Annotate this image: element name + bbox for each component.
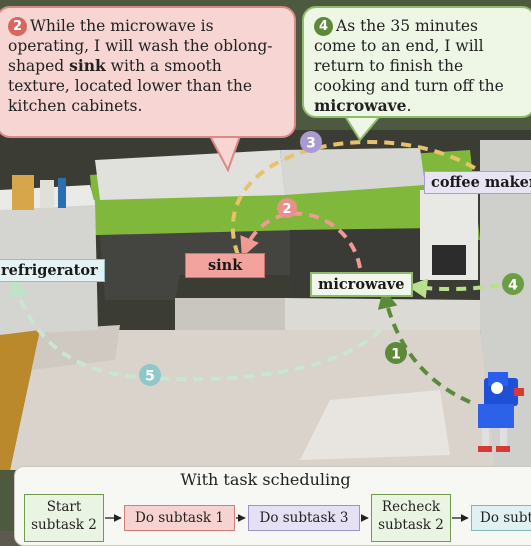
bubble-left-text-b: with a smooth texture, located lower tha… xyxy=(8,57,253,115)
schedule-step-recheck-subtask-2: Recheck subtask 2 xyxy=(371,494,451,542)
svg-text:3: 3 xyxy=(306,136,316,152)
bubble-right-text-a: As the 35 minutes come to an end, I will… xyxy=(314,17,504,95)
schedule-step-do-subtask: Do subta xyxy=(471,505,531,531)
marker-1: 1 xyxy=(385,342,407,364)
svg-text:5: 5 xyxy=(145,369,155,385)
marker-3: 3 xyxy=(300,131,322,153)
robot xyxy=(478,372,524,452)
step-4-badge: 4 xyxy=(314,17,333,36)
bubble-right-text-b: . xyxy=(406,97,412,115)
svg-text:2: 2 xyxy=(282,202,291,217)
svg-text:4: 4 xyxy=(508,278,518,294)
marker-5: 5 xyxy=(139,364,161,386)
schedule-step-start-subtask-2: Start subtask 2 xyxy=(24,494,104,542)
path-step-4 xyxy=(407,278,501,299)
schedule-step-do-subtask-1: Do subtask 1 xyxy=(124,505,235,531)
marker-2: 2 xyxy=(277,198,297,218)
bubble-right-bold: microwave xyxy=(314,96,407,115)
marker-4: 4 xyxy=(502,273,524,295)
bubble-left-bold: sink xyxy=(69,56,106,75)
step-2-badge: 2 xyxy=(8,17,27,36)
label-refrigerator: refrigerator xyxy=(0,259,105,282)
bubble-left-text-a: While the microwave is operating, I will… xyxy=(8,17,273,75)
label-coffee-maker: coffee maker xyxy=(424,171,531,194)
path-step-5 xyxy=(9,277,382,382)
schedule-step-do-subtask-3: Do subtask 3 xyxy=(248,505,360,531)
path-step-2 xyxy=(240,211,362,269)
label-microwave: microwave xyxy=(310,272,413,297)
label-sink: sink xyxy=(185,253,266,278)
path-step-1 xyxy=(377,288,471,404)
svg-text:1: 1 xyxy=(391,347,401,363)
task-scheduling-title: With task scheduling xyxy=(180,470,351,489)
